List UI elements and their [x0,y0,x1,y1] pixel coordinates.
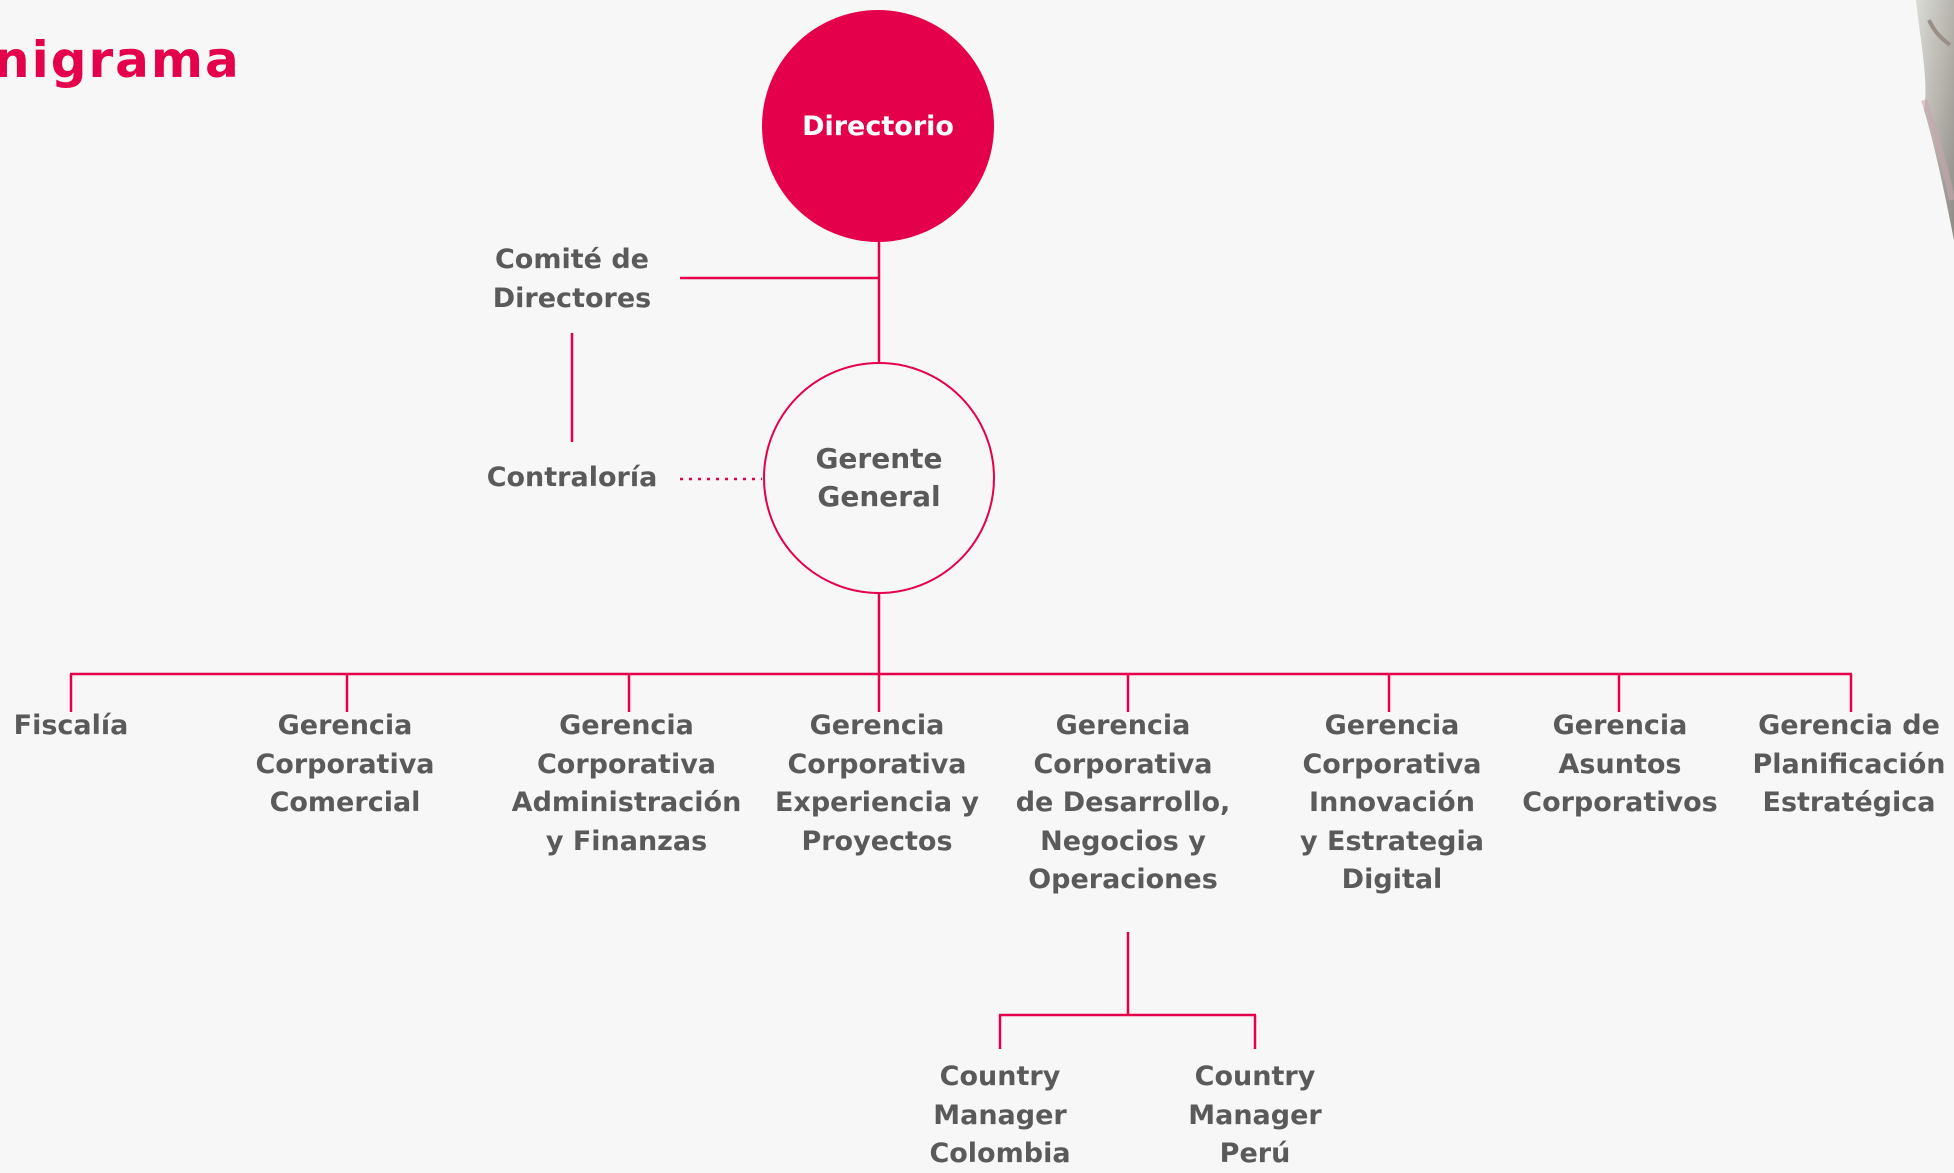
node-gerencia-planificacion-estrategica: Gerencia de Planificación Estratégica [1752,710,1946,818]
node-comite-de-directores: Comité de Directores [492,244,652,314]
node-gerencia-administracion-finanzas: Gerencia Corporativa Administración y Fi… [511,710,742,857]
node-gerencia-experiencia-proyectos: Gerencia Corporativa Experiencia y Proye… [774,710,980,857]
decorative-photo-fragment [1916,0,1954,240]
node-gerencia-desarrollo-negocios-operaciones: Gerencia Corporativa de Desarrollo, Nego… [1015,710,1231,895]
node-gerencia-innovacion-estrategia-digital: Gerencia Corporativa Innovación y Estrat… [1300,710,1484,895]
node-country-manager-colombia: Country Manager Colombia [929,1061,1071,1169]
page-title: nigrama [0,31,241,89]
node-fiscalia: Fiscalía [13,710,129,741]
node-gerencia-asuntos-corporativos: Gerencia Asuntos Corporativos [1522,710,1718,818]
node-country-manager-peru: Country Manager Perú [1188,1061,1322,1169]
node-directorio: Directorio [762,10,994,242]
node-gerente-general: Gerente General [763,362,995,594]
node-gerencia-comercial: Gerencia Corporativa Comercial [255,710,435,818]
node-contraloria: Contraloría [486,462,658,493]
